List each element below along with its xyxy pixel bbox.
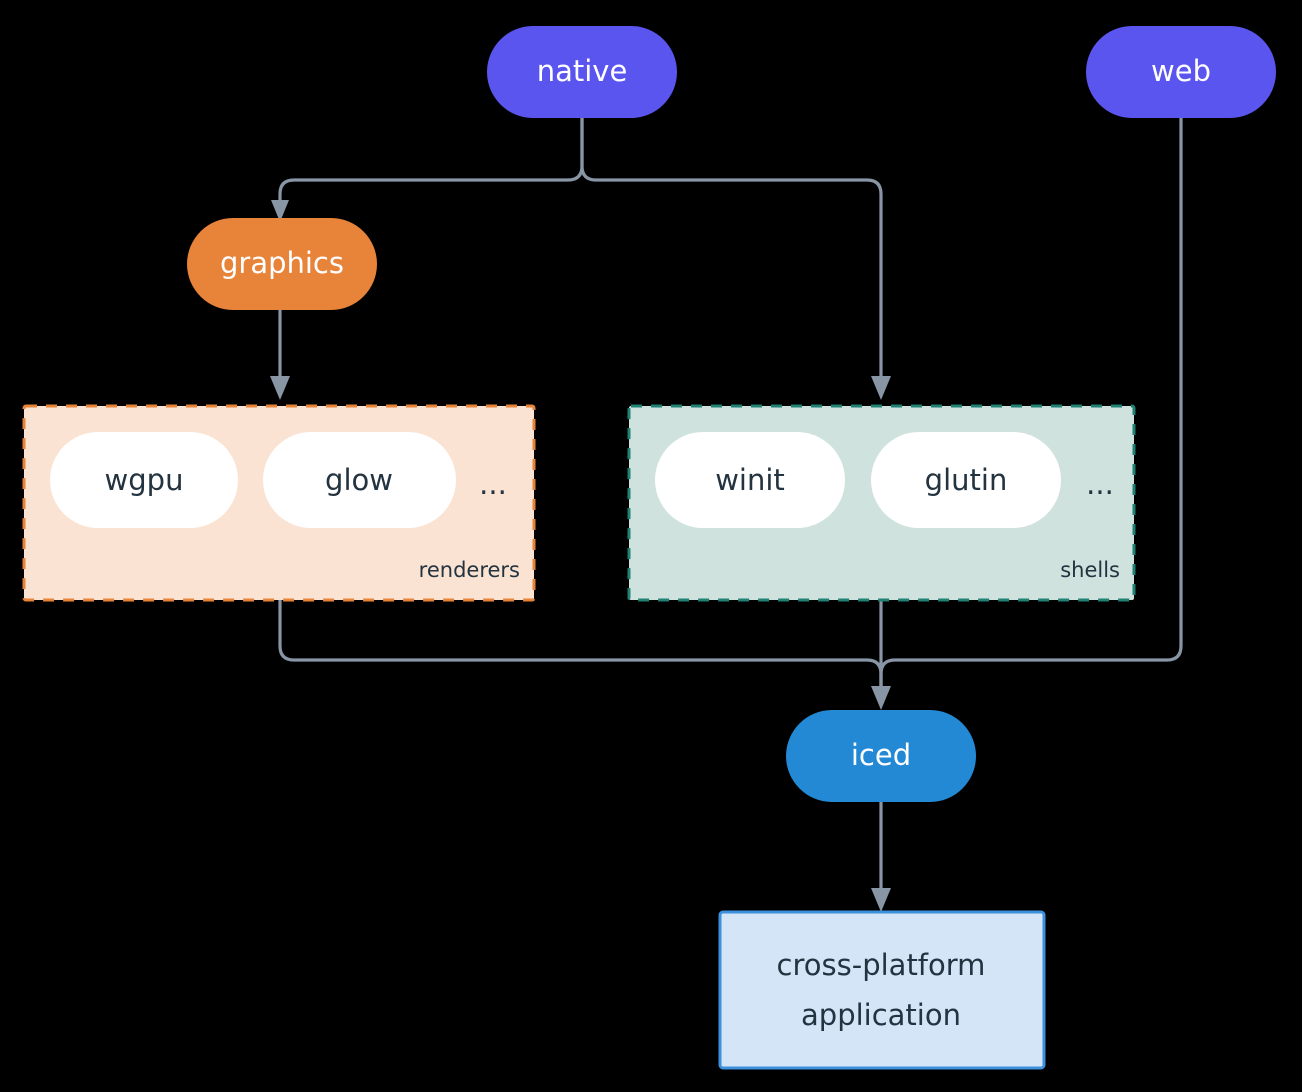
shell-item-glutin-label: glutin <box>925 463 1008 497</box>
renderer-item-wgpu[interactable]: wgpu <box>50 432 238 528</box>
edge-native-to-graphics <box>278 116 584 210</box>
edge-renderers-to-iced <box>278 598 883 694</box>
arrowhead-native-to-graphics <box>271 200 289 222</box>
shell-item-winit-label: winit <box>715 463 785 497</box>
shell-item-glutin-shape <box>871 432 1061 528</box>
edge-native-to-shells <box>580 116 883 384</box>
renderer-item-glow-label: glow <box>325 463 393 497</box>
edge-web-to-iced <box>879 116 1183 694</box>
renderer-item-glow[interactable]: glow <box>263 432 456 528</box>
node-cross-platform-application-label-line2: application <box>801 998 961 1032</box>
renderer-item-wgpu-label: wgpu <box>105 463 184 497</box>
node-iced[interactable]: iced <box>786 710 976 802</box>
node-native-shape <box>487 26 677 118</box>
shell-item-winit-shape <box>655 432 845 528</box>
shell-item-winit[interactable]: winit <box>655 432 845 528</box>
node-native[interactable]: native <box>487 26 677 118</box>
node-web-shape <box>1086 26 1276 118</box>
group-renderers-label: renderers <box>419 558 520 582</box>
renderer-item-wgpu-shape <box>50 432 238 528</box>
edge-layer <box>270 116 1183 912</box>
renderers-ellipsis: ... <box>479 467 507 501</box>
node-graphics[interactable]: graphics <box>187 218 377 310</box>
group-shells[interactable]: winit glutin ... shells <box>627 404 1136 602</box>
node-cross-platform-application-shape <box>718 910 1046 1070</box>
node-cross-platform-application[interactable]: cross-platform application <box>718 910 1046 1070</box>
node-web-label: web <box>1151 54 1211 88</box>
node-web[interactable]: web <box>1086 26 1276 118</box>
arrowhead-native-to-shells <box>871 376 891 400</box>
renderer-item-glow-shape <box>263 432 456 528</box>
shells-ellipsis: ... <box>1086 467 1114 501</box>
arrowhead-merge-to-iced <box>871 686 891 710</box>
node-cross-platform-application-label-line1: cross-platform <box>777 948 986 982</box>
group-shells-label: shells <box>1060 558 1120 582</box>
node-graphics-shape <box>187 218 377 310</box>
node-iced-shape <box>786 710 976 802</box>
node-graphics-label: graphics <box>220 246 344 280</box>
node-native-label: native <box>537 54 628 88</box>
arrowhead-iced-to-application <box>871 888 891 912</box>
group-renderers[interactable]: wgpu glow ... renderers <box>22 404 536 602</box>
shell-item-glutin[interactable]: glutin <box>871 432 1061 528</box>
arrowhead-graphics-to-renderers <box>270 376 290 400</box>
node-iced-label: iced <box>851 738 911 772</box>
